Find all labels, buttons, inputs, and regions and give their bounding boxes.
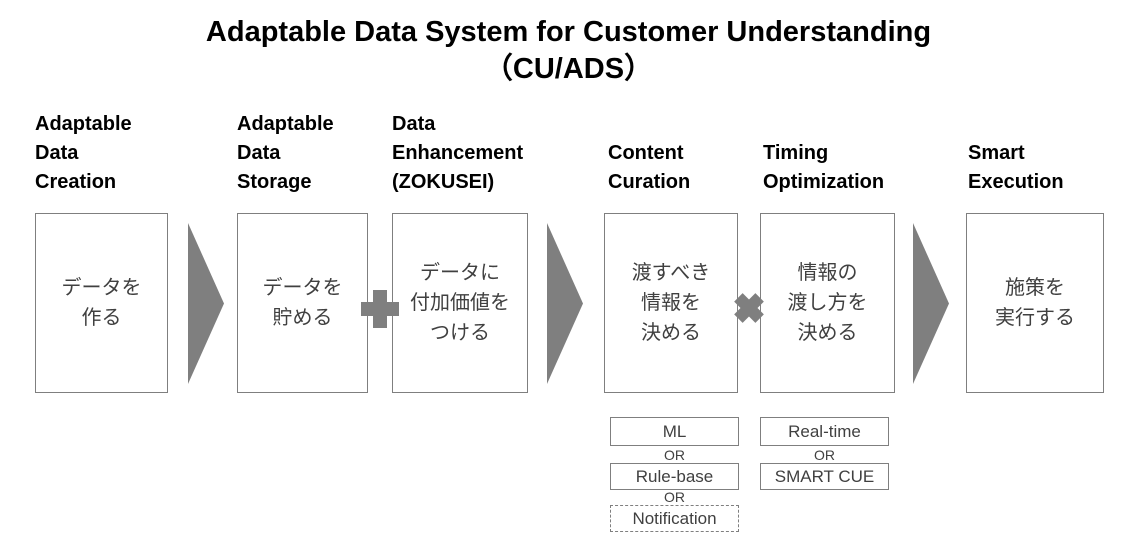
arrow-right-icon xyxy=(913,223,949,384)
stage-box-timing-optimization: 情報の 渡し方を 決める xyxy=(760,213,895,393)
stage-header-timing-optimization: Timing Optimization xyxy=(763,142,885,193)
option-box-ml: ML xyxy=(610,417,739,446)
option-box-smart-cue: SMART CUE xyxy=(760,463,889,490)
or-label: OR xyxy=(814,447,835,463)
slide-title: Adaptable Data System for Customer Under… xyxy=(0,14,1137,88)
stage-header-adaptable-data-creation: Adaptable Data Creation xyxy=(35,113,132,193)
or-label: OR xyxy=(664,489,685,505)
stage-header-adaptable-data-storage: Adaptable Data Storage xyxy=(237,113,334,193)
title-line-1: Adaptable Data System for Customer Under… xyxy=(205,16,932,48)
stage-box-smart-execution: 施策を 実行する xyxy=(966,213,1104,393)
arrow-right-icon xyxy=(188,223,224,384)
arrow-right-icon xyxy=(547,223,583,384)
stage-box-content-curation: 渡すべき 情報を 決める xyxy=(604,213,738,393)
option-box-real-time: Real-time xyxy=(760,417,889,446)
stage-header-data-enhancement: Data Enhancement (ZOKUSEI) xyxy=(392,113,524,193)
title-line-2: （CU/ADS） xyxy=(483,53,654,85)
option-box-rule-base: Rule-base xyxy=(610,463,739,490)
stage-box-data-enhancement: データに 付加価値を つける xyxy=(392,213,528,393)
option-box-notification: Notification xyxy=(610,505,739,532)
plus-icon xyxy=(361,290,399,328)
stage-header-content-curation: Content Curation xyxy=(608,142,691,193)
stage-header-smart-execution: Smart Execution xyxy=(968,142,1064,193)
stage-box-adaptable-data-creation: データを 作る xyxy=(35,213,168,393)
stage-box-adaptable-data-storage: データを 貯める xyxy=(237,213,368,393)
or-label: OR xyxy=(664,447,685,463)
